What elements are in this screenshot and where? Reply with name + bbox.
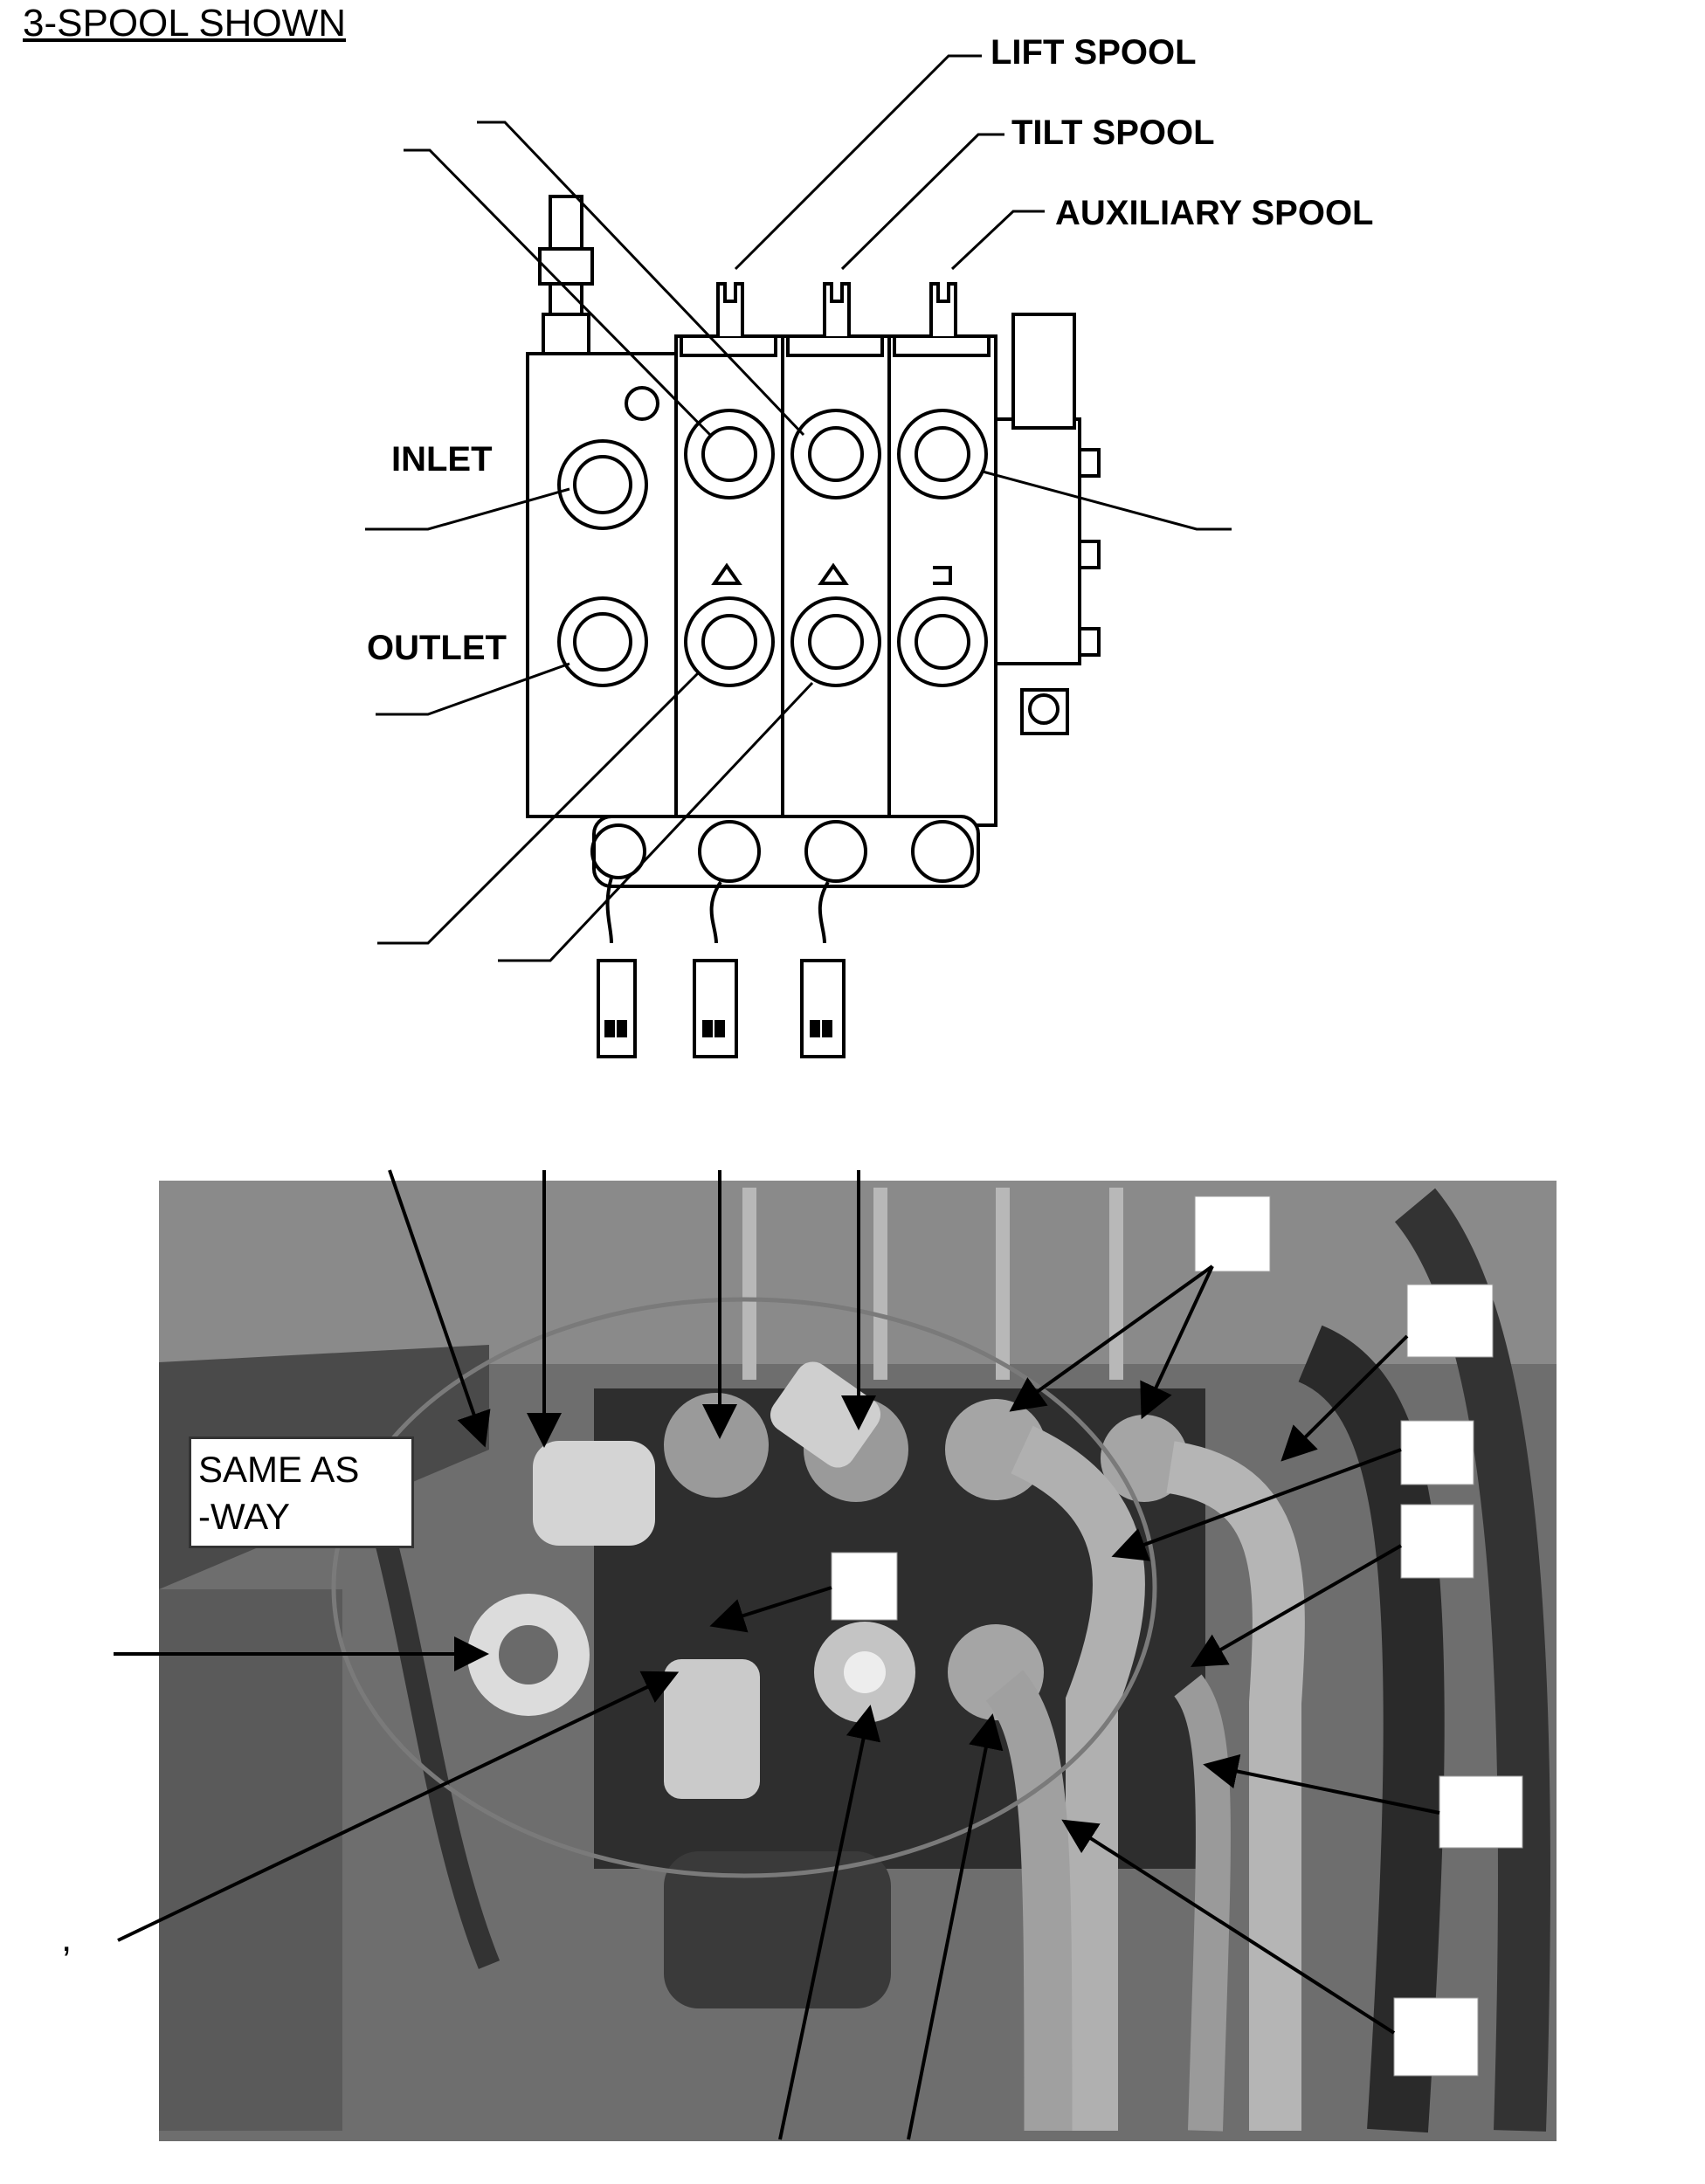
leader-c <box>982 470 1232 531</box>
stray-mark: , <box>61 1917 72 1960</box>
callout-box <box>1393 1997 1479 2077</box>
leader-photo-10 <box>709 1586 832 1633</box>
leader-photo-8 <box>1111 1448 1402 1561</box>
callout-box <box>1194 1195 1271 1272</box>
tilt-spool-leader <box>840 133 1004 271</box>
outlet-leader <box>376 662 570 716</box>
callout-box <box>1400 1420 1474 1485</box>
note-line-2: -WAY <box>198 1496 290 1537</box>
leader-photo-1 <box>388 1169 491 1448</box>
tilt-spool-label: TILT SPOOL <box>1011 114 1215 152</box>
leader-photo-16 <box>907 1713 1004 2140</box>
leader-photo-15 <box>778 1705 881 2140</box>
same-as-note: SAME AS -WAY <box>189 1436 414 1548</box>
diagram-title: 3-SPOOL SHOWN <box>23 2 346 45</box>
photo-callout-boxes <box>831 1195 1523 2077</box>
leader-photo-13 <box>1203 1753 1440 1815</box>
leader-b <box>477 121 805 437</box>
inlet-label: INLET <box>391 440 493 479</box>
leader-a <box>404 148 714 438</box>
callout-box <box>1406 1284 1494 1358</box>
leader-photo-9 <box>1191 1544 1402 1667</box>
outlet-label: OUTLET <box>367 629 507 667</box>
auxiliary-spool-label: AUXILIARY SPOOL <box>1055 194 1374 232</box>
callout-box <box>1439 1775 1523 1849</box>
photo-leader-lines <box>114 1169 1440 2140</box>
lift-spool-label: LIFT SPOOL <box>991 33 1197 72</box>
note-line-1: SAME AS <box>198 1449 360 1490</box>
callout-box <box>1400 1504 1474 1579</box>
leader-photo-7 <box>1280 1334 1409 1462</box>
inlet-leader <box>365 487 570 531</box>
valve-line-drawing <box>526 195 1101 1058</box>
leader-photo-14 <box>1061 1819 1396 2035</box>
leader-d <box>377 671 701 945</box>
callout-box <box>831 1552 898 1621</box>
top-leader-lines <box>365 54 1232 962</box>
leader-e <box>498 681 814 962</box>
lift-spool-leader <box>734 54 982 271</box>
leader-photo-6 <box>1140 1265 1214 1420</box>
auxiliary-spool-leader <box>950 210 1045 271</box>
leader-photo-12 <box>117 1671 680 1942</box>
leader-photo-5 <box>1009 1264 1214 1412</box>
